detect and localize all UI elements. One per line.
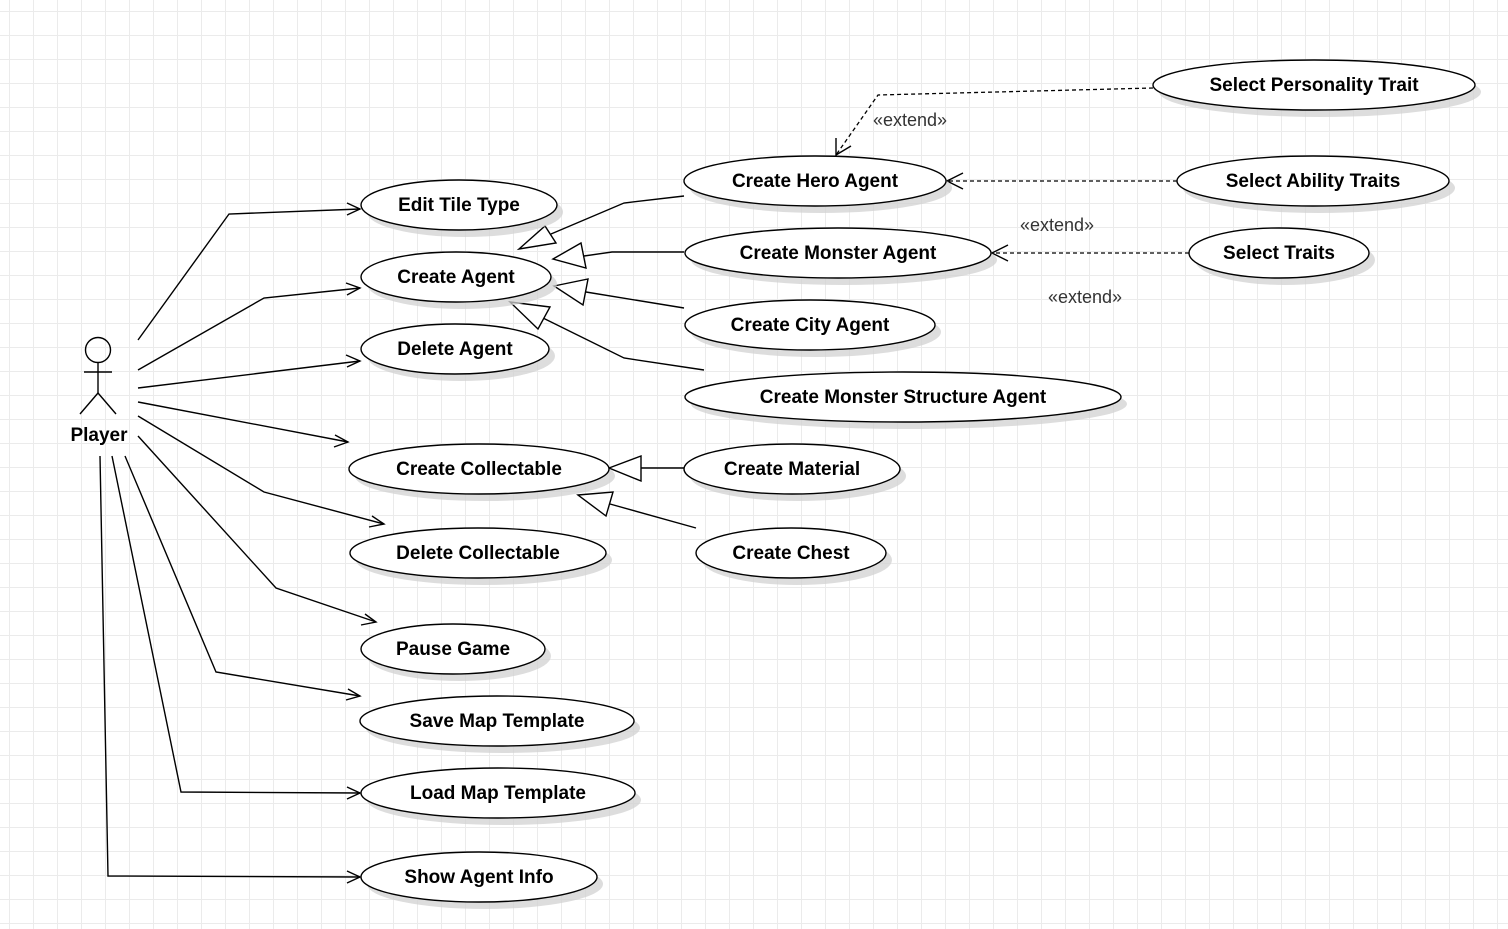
association-pause-game[interactable]	[137, 435, 378, 626]
use-case-label: Create Collectable	[396, 459, 562, 480]
use-case-select-traits[interactable]: Select Traits	[1188, 227, 1375, 285]
extend-personality-to-hero[interactable]	[835, 87, 1154, 157]
use-case-select-ability-traits[interactable]: Select Ability Traits	[1176, 155, 1455, 213]
use-case-label: Select Ability Traits	[1226, 171, 1401, 192]
use-case-label: Create Material	[724, 459, 860, 480]
actor-label: Player	[70, 425, 128, 446]
use-case-label: Show Agent Info	[404, 867, 553, 888]
extend-traits-to-monster[interactable]	[990, 244, 1189, 262]
use-case-label: Create City Agent	[731, 315, 890, 336]
use-case-label: Load Map Template	[410, 783, 586, 804]
extend-label-personality: «extend»	[873, 110, 947, 130]
use-case-create-hero-agent[interactable]: Create Hero Agent	[683, 155, 952, 213]
generalization-chest-to-create-collectable[interactable]	[576, 491, 697, 529]
use-case-load-map-template[interactable]: Load Map Template	[360, 767, 641, 825]
association-delete-agent[interactable]	[137, 354, 362, 389]
generalization-hero-to-create-agent[interactable]	[516, 195, 685, 251]
association-load-map-template[interactable]	[111, 455, 362, 800]
extend-ability-to-hero[interactable]	[945, 172, 1177, 190]
use-case-create-monster-structure-agent[interactable]: Create Monster Structure Agent	[684, 371, 1127, 429]
use-case-edit-tile-type[interactable]: Edit Tile Type	[360, 179, 563, 237]
use-case-create-chest[interactable]: Create Chest	[695, 527, 892, 585]
use-case-save-map-template[interactable]: Save Map Template	[359, 695, 640, 753]
use-case-delete-collectable[interactable]: Delete Collectable	[349, 527, 612, 585]
use-case-label: Edit Tile Type	[398, 195, 520, 216]
use-case-create-agent[interactable]: Create Agent	[360, 251, 557, 309]
use-case-create-monster-agent[interactable]: Create Monster Agent	[684, 227, 997, 285]
actor-left-leg	[79, 392, 99, 415]
association-edit-tile-type[interactable]	[137, 202, 362, 341]
generalization-material-to-create-collectable[interactable]	[607, 454, 684, 483]
association-save-map-template[interactable]	[124, 455, 362, 701]
association-create-agent[interactable]	[137, 282, 362, 371]
use-case-label: Create Monster Structure Agent	[760, 387, 1047, 408]
use-case-create-collectable[interactable]: Create Collectable	[348, 443, 615, 501]
generalization-city-to-create-agent[interactable]	[552, 278, 685, 309]
use-case-label: Create Chest	[732, 543, 850, 564]
use-case-pause-game[interactable]: Pause Game	[360, 623, 551, 681]
use-case-delete-agent[interactable]: Delete Agent	[360, 323, 555, 381]
generalization-structure-to-create-agent[interactable]	[508, 301, 705, 371]
association-delete-collectable[interactable]	[137, 415, 386, 528]
actor-head	[84, 336, 112, 364]
use-case-label: Create Hero Agent	[732, 171, 899, 192]
association-create-collectable[interactable]	[137, 401, 350, 448]
use-case-select-personality-trait[interactable]: Select Personality Trait	[1152, 59, 1481, 117]
use-case-label: Create Monster Agent	[740, 243, 937, 264]
extend-label-ability: «extend»	[1020, 215, 1094, 235]
use-case-label: Save Map Template	[410, 711, 585, 732]
use-case-label: Delete Collectable	[396, 543, 560, 564]
association-show-agent-info[interactable]	[99, 455, 362, 884]
use-case-label: Delete Agent	[397, 339, 513, 360]
use-case-label: Select Traits	[1223, 243, 1335, 264]
use-case-label: Pause Game	[396, 639, 510, 660]
generalization-monster-to-create-agent[interactable]	[551, 241, 684, 269]
extend-label-traits: «extend»	[1048, 287, 1122, 307]
use-case-create-city-agent[interactable]: Create City Agent	[684, 299, 941, 357]
use-case-label: Select Personality Trait	[1209, 75, 1419, 96]
actor-player[interactable]: Player	[70, 336, 128, 447]
use-case-label: Create Agent	[397, 267, 515, 288]
use-case-show-agent-info[interactable]: Show Agent Info	[360, 851, 603, 909]
actor-right-leg	[97, 392, 117, 415]
use-case-create-material[interactable]: Create Material	[683, 443, 906, 501]
